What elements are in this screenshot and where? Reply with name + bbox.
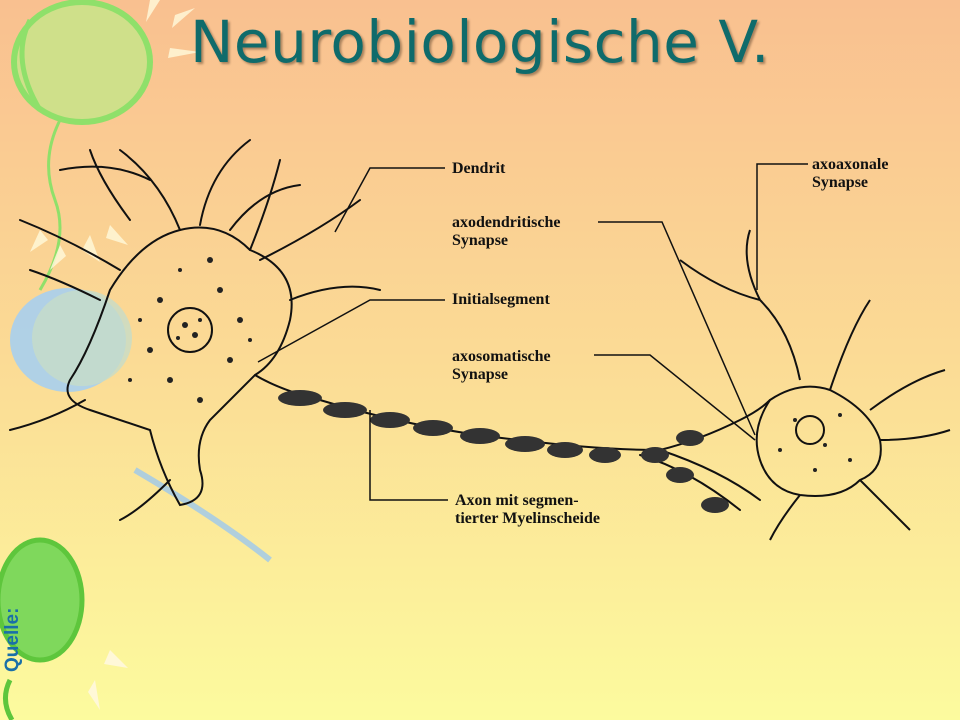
- myelin-segments: [278, 390, 729, 513]
- label-axon-line1: Axon mit segmen-: [455, 492, 579, 509]
- source-label: Quelle:: [2, 607, 23, 672]
- label-axoaxonale-synapse: axoaxonale Synapse: [812, 156, 888, 192]
- label-initialsegment: Initialsegment: [452, 291, 550, 309]
- label-initialsegment-text: Initialsegment: [452, 291, 550, 308]
- label-dendrit-text: Dendrit: [452, 160, 506, 177]
- label-axodendritische-line2: Synapse: [452, 232, 509, 249]
- leader-lines: [257, 163, 808, 501]
- label-dendrit: Dendrit: [452, 160, 505, 178]
- slide-title: Neurobiologische V.: [190, 8, 770, 76]
- label-axosomatische-line1: axosomatische: [452, 348, 551, 365]
- label-axon-myelinscheide: Axon mit segmen- tierter Myelinscheide: [455, 492, 600, 528]
- label-axosomatische-synapse: axosomatische Synapse: [452, 348, 551, 384]
- label-axon-line2: tierter Myelinscheide: [455, 510, 600, 527]
- soma-left: [66, 226, 293, 507]
- target-neuron: [679, 229, 951, 541]
- blue-bubble-decoration: [10, 288, 272, 563]
- star-burst-icon: [30, 0, 200, 270]
- balloon-decoration-icon: [11, 0, 153, 291]
- green-bubble-decoration: [0, 537, 128, 720]
- nucleus: [128, 257, 252, 403]
- label-axoaxonale-line1: axoaxonale: [812, 156, 889, 173]
- label-axosomatische-line2: Synapse: [452, 366, 509, 383]
- label-axodendritische-synapse: axodendritische Synapse: [452, 214, 560, 250]
- label-axoaxonale-line2: Synapse: [812, 174, 869, 191]
- label-axodendritische-line1: axodendritische: [452, 214, 561, 231]
